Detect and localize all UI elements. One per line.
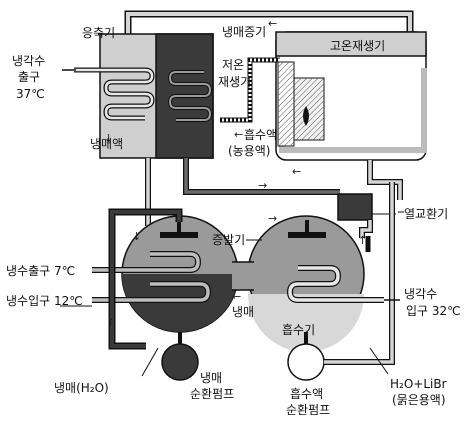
- label-low-temp-gen-2: 재생기: [218, 75, 251, 89]
- heat-exchanger: [337, 193, 396, 221]
- label-refrigerant-mid: 냉매: [232, 305, 254, 319]
- vapor-flow-arrow: ←: [268, 17, 277, 30]
- refrigerant-pump: [161, 332, 199, 381]
- recirc-side-arrow: ↑: [106, 316, 115, 329]
- label-cooling-in-1: 냉각수: [404, 287, 437, 301]
- label-chilled-out: 냉수출구 7℃: [6, 264, 75, 278]
- label-cooling-in-2: 입구 32℃: [406, 304, 461, 318]
- label-cooling-out-2: 출구: [18, 70, 40, 84]
- condenser-generator-block: [74, 33, 214, 159]
- label-absorbent-1: 흡수액: [244, 128, 277, 142]
- connector-left-arrow: ←: [232, 290, 241, 303]
- label-abs-pump-1: 흡수액: [290, 387, 323, 401]
- label-low-temp-gen-1: 저온: [222, 58, 244, 72]
- high-temp-generator: [275, 31, 427, 161]
- label-ref-pump-1: 냉매: [200, 371, 222, 385]
- dilute-solution-pipe: [359, 182, 395, 330]
- generator-return-pipe: [367, 160, 403, 200]
- solution-leader: [369, 347, 389, 375]
- label-refrigerant-h2o: 냉매(H₂O): [54, 381, 109, 395]
- recirc-up-arrow: ↓: [132, 230, 141, 243]
- label-abs-pump-2: 순환펌프: [286, 403, 330, 417]
- absorber-cooling-coil: [286, 265, 384, 303]
- refrigerant-vapor-pipe: [124, 10, 414, 52]
- absorbent-pump: [287, 328, 395, 381]
- absorbent-left-arrow: ←: [234, 128, 243, 141]
- chilled-water-coil: [92, 251, 212, 303]
- condenser-down-arrow: ↓: [104, 132, 113, 145]
- shell-connector: [232, 261, 254, 291]
- return-flow-arrow: ←: [292, 165, 301, 178]
- label-heat-exchanger: 열교환기: [404, 207, 448, 221]
- generator-steam-line: [220, 57, 280, 123]
- absorber-spray-header: [288, 220, 326, 238]
- label-ref-pump-2: 순환펌프: [190, 387, 234, 401]
- hx-right-arrow: →: [268, 212, 277, 225]
- label-solution-2: (묽은용액): [392, 393, 446, 407]
- concentrated-solution-pipe: [183, 158, 340, 195]
- cooling-up-arrow: ↑: [358, 234, 367, 247]
- label-absorbent-2: (농용액): [228, 144, 270, 158]
- label-solution-1: H₂O+LiBr: [390, 377, 447, 391]
- label-refrigerant-vapor: 냉매증기: [222, 25, 266, 39]
- refrigerant-h2o-leader: [141, 347, 159, 377]
- label-high-temp-generator: 고온재생기: [330, 39, 385, 53]
- label-chilled-in: 냉수입구 12℃: [6, 294, 83, 308]
- label-cooling-out-temp: 37℃: [16, 87, 45, 101]
- label-absorber: 흡수기: [282, 323, 315, 337]
- concentrate-flow-arrow: →: [258, 179, 267, 192]
- refrigerant-recirculation-pipe: [108, 208, 183, 350]
- label-condenser: 응축기: [82, 26, 115, 40]
- label-evaporator: 증발기: [212, 233, 245, 247]
- label-cooling-out-1: 냉각수: [12, 54, 45, 68]
- label-refrigerant-liquid: 냉매액: [90, 137, 123, 151]
